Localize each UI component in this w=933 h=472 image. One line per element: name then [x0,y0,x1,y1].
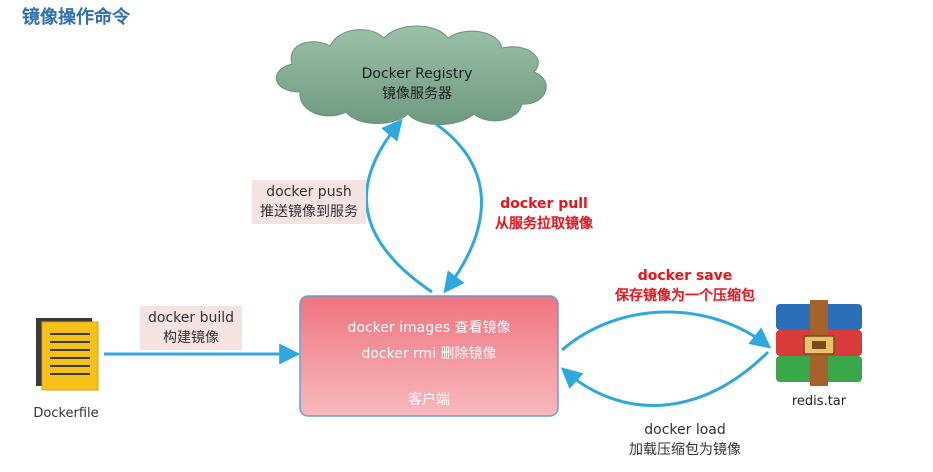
load-cmd: docker load [644,422,726,438]
registry-cloud [275,25,547,125]
archive-label: redis.tar [791,394,847,409]
pull-label: docker pull 从服务拉取镜像 [484,194,604,234]
save-cmd: docker save [637,268,733,284]
push-arrow [365,118,433,294]
client-line-rmi: docker rmi 删除镜像 [361,346,497,362]
load-label: docker load 加载压缩包为镜像 [600,420,770,460]
registry-label: Docker Registry 镜像服务器 [352,64,482,104]
client-commands: docker images 查看镜像 docker rmi 删除镜像 [300,318,558,364]
registry-desc: 镜像服务器 [382,86,452,102]
load-desc: 加载压缩包为镜像 [629,442,741,458]
build-cmd: docker build [148,310,235,326]
build-label: docker build 构建镜像 [140,306,243,350]
save-arrow [561,310,772,352]
archive-icon [776,300,862,386]
pull-cmd: docker pull [500,196,588,212]
client-line-images: docker images 查看镜像 [347,320,511,336]
registry-name: Docker Registry [361,66,473,82]
pull-desc: 从服务拉取镜像 [495,216,593,232]
dockerfile-icon [36,318,99,391]
push-cmd: docker push [266,184,352,200]
save-desc: 保存镜像为一个压缩包 [615,288,755,304]
save-label: docker save 保存镜像为一个压缩包 [600,266,770,306]
load-arrow [560,350,770,407]
build-desc: 构建镜像 [163,330,219,346]
client-label: 客户端 [408,392,450,408]
page-title: 镜像操作命令 [22,7,130,28]
push-label: docker push 推送镜像到服务 [252,180,366,224]
dockerfile-label: Dockerfile [33,406,99,421]
push-desc: 推送镜像到服务 [260,204,358,220]
pull-arrow [435,122,483,294]
